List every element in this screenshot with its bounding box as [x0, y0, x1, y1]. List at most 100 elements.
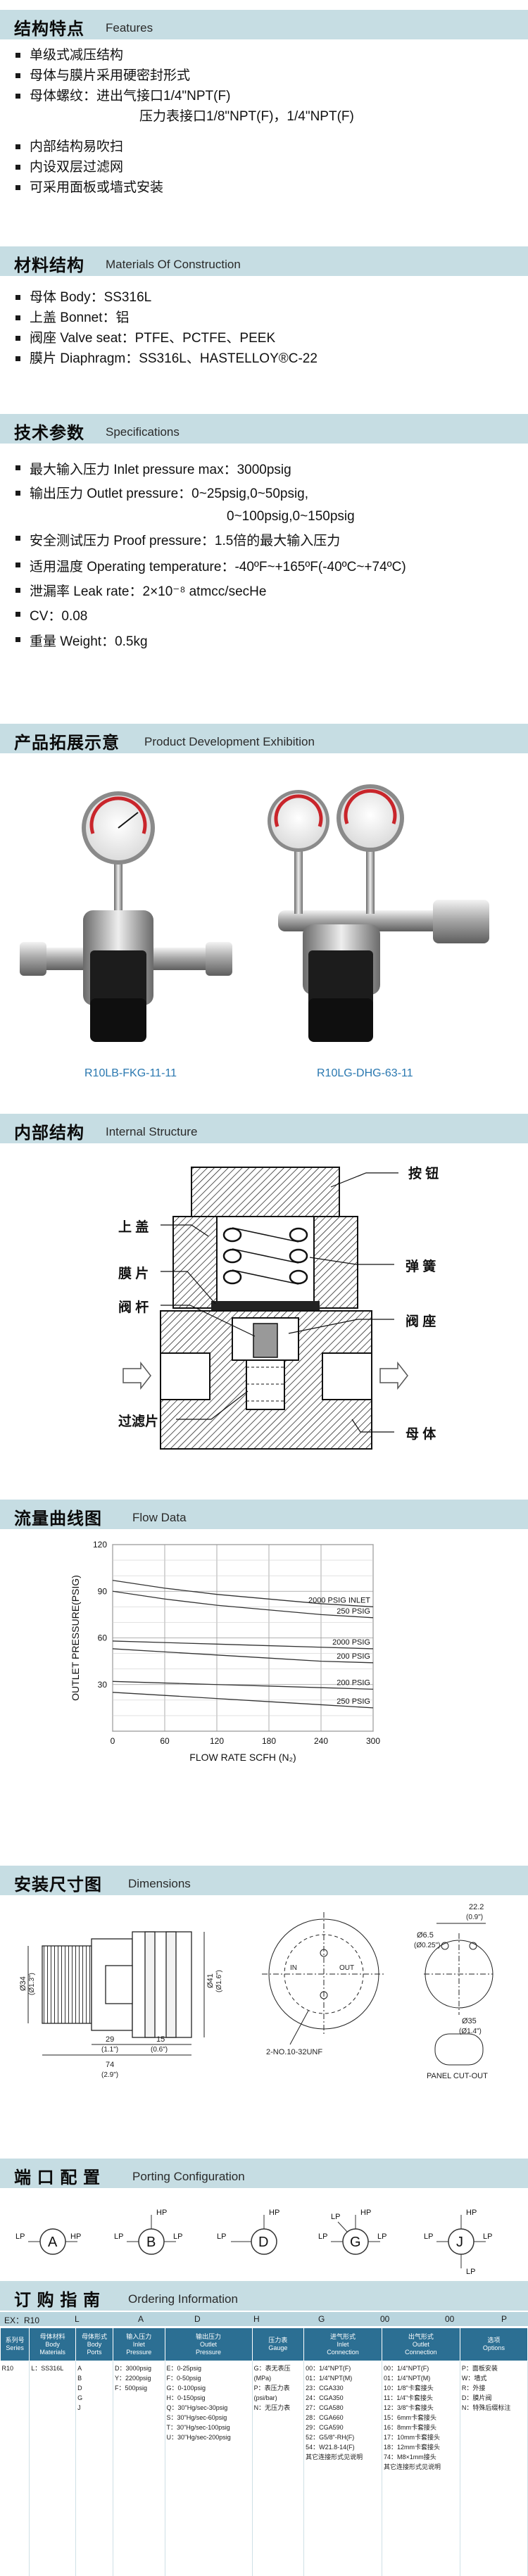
ordering-example-row: EX：R10 L A D H G 00 00 P	[0, 2312, 528, 2326]
label-spring: 弹 簧	[406, 1259, 436, 1274]
ordering-option: 其它连接形式见说明	[306, 2454, 363, 2461]
svg-text:LP: LP	[15, 2232, 25, 2241]
ordering-option: U：30"Hg/sec-200psig	[166, 2434, 231, 2441]
svg-text:LP: LP	[483, 2232, 492, 2241]
x-tick-label: 0	[111, 1736, 115, 1746]
dimensions-title-cn: 安装尺寸图	[14, 1876, 102, 1895]
porting-section: 端 口 配 置 Porting Configuration A LP HP B …	[0, 2159, 528, 2278]
ordering-option: 17：10mm卡套接头	[383, 2434, 441, 2441]
gauge-out-label: OUT	[339, 1964, 354, 1972]
x-tick-label: 180	[262, 1736, 276, 1746]
dim-p2-in: (Ø0.25")	[414, 1942, 440, 1949]
regulator-left-photo	[20, 791, 232, 1042]
svg-text:A: A	[48, 2235, 58, 2250]
flow-title-en: Flow Data	[132, 1511, 187, 1524]
label-stem: 阀 杆	[118, 1300, 149, 1315]
dim-d-mid: Ø41	[206, 1973, 215, 1988]
ordering-option: 12：3/8"卡套接头	[383, 2404, 434, 2411]
dim-p2: Ø6.5	[417, 1931, 434, 1940]
ordering-option: R：外接	[461, 2385, 486, 2392]
ordering-option: T：30"Hg/sec-100psig	[166, 2424, 230, 2431]
porting-header: 端 口 配 置 Porting Configuration	[0, 2159, 528, 2188]
flow-title-cn: 流量曲线图	[14, 1509, 102, 1528]
spec-item: CV：0.08	[15, 604, 406, 629]
ordering-option: W：墙式	[461, 2375, 487, 2382]
ordering-option: B	[77, 2375, 82, 2382]
specs-title-en: Specifications	[106, 425, 180, 439]
feature-item: 单级式减压结构	[15, 45, 354, 65]
internal-header: 内部结构 Internal Structure	[0, 1114, 528, 1143]
products-section: 产品拓展示意 Product Development Exhibition	[0, 724, 528, 1111]
ordering-option: 24：CGA350	[306, 2394, 344, 2401]
ordering-option: 18：12mm卡套接头	[383, 2444, 441, 2451]
products-header: 产品拓展示意 Product Development Exhibition	[0, 724, 528, 753]
ordering-option: F：0-50psig	[166, 2375, 201, 2382]
port-config-j: J LP HP LP LP	[424, 2209, 492, 2276]
material-item: 膜片 Diaphragm：SS316L、HASTELLOY®C-22	[15, 348, 318, 369]
ordering-option: 00：1/4"NPT(F)	[383, 2365, 429, 2372]
y-tick-label: 60	[98, 1633, 108, 1643]
ordering-header: 订 购 指 南 Ordering Information	[0, 2281, 528, 2311]
ordering-option: (MPa)	[253, 2375, 272, 2382]
port-config-b: B LP HP LP	[114, 2209, 182, 2255]
spec-item: 泄漏率 Leak rate：2×10⁻⁸ atmcc/secHe	[15, 580, 406, 604]
label-button: 按 钮	[408, 1167, 439, 1181]
ordering-option: N：无压力表	[253, 2404, 291, 2411]
internal-section: 内部结构 Internal Structure	[0, 1114, 528, 1470]
ordering-option: 23：CGA330	[306, 2385, 344, 2392]
ordering-option: 27：CGA580	[306, 2404, 344, 2411]
svg-text:G: G	[350, 2235, 361, 2250]
spec-item: 重量 Weight：0.5kg	[15, 629, 406, 655]
svg-text:LP: LP	[377, 2232, 386, 2241]
porting-title-cn: 端 口 配 置	[14, 2168, 101, 2187]
ordering-option: G	[77, 2394, 83, 2401]
port-config-d: D LP HP	[217, 2209, 279, 2255]
ordering-option: 15：6mm卡套接头	[383, 2414, 436, 2421]
dim-w3-in: (2.9")	[101, 2071, 118, 2079]
y-axis-label: OUTLET PRESSURE(PSIG)	[70, 1575, 81, 1701]
ordering-option: P：面板安装	[461, 2365, 498, 2372]
regulator-right-photo	[268, 784, 489, 1042]
ordering-option: S：30"Hg/sec-60psig	[166, 2414, 227, 2421]
ordering-column-cell: G：表无表压(MPa)P：表压力表(psi/bar)N：无压力表	[252, 2361, 305, 2576]
products-title-cn: 产品拓展示意	[14, 734, 120, 753]
dim-thread: 2-NO.10-32UNF	[266, 2048, 322, 2056]
dim-p1-in: (0.9")	[466, 1914, 483, 1921]
features-header: 结构特点 Features	[0, 10, 528, 39]
material-item: 阀座 Valve seat：PTFE、PCTFE、PEEK	[15, 328, 318, 348]
label-bonnet: 上 盖	[118, 1220, 149, 1235]
ordering-option: (psi/bar)	[253, 2394, 277, 2401]
series-label: 250 PSIG	[337, 1607, 370, 1616]
ordering-option: 01：1/4"NPT(M)	[306, 2375, 353, 2382]
feature-item: 母体螺纹：进出气接口1/4"NPT(F)	[15, 86, 354, 106]
ordering-title-cn: 订 购 指 南	[14, 2291, 101, 2310]
materials-header: 材料结构 Materials Of Construction	[0, 246, 528, 276]
ordering-option: 11：1/4"卡套接头	[383, 2394, 434, 2401]
y-tick-label: 30	[98, 1680, 108, 1690]
panel-cutout-label: PANEL CUT-OUT	[427, 2072, 488, 2080]
label-diaphragm: 膜 片	[118, 1267, 149, 1281]
series-label: 200 PSIG	[337, 1678, 370, 1687]
series-line	[112, 1680, 374, 1690]
svg-text:LP: LP	[217, 2232, 226, 2241]
ordering-option: 00：1/4"NPT(F)	[306, 2365, 351, 2372]
products-title-en: Product Development Exhibition	[144, 735, 315, 748]
dimension-drawing: Ø34 (Ø1.3") Ø41 (Ø1.6") 29 (1.1") 15 (0.…	[19, 1903, 494, 2080]
ordering-option: D：膜片阀	[461, 2394, 492, 2401]
cross-section-diagram	[122, 1167, 408, 1450]
ordering-section: 订 购 指 南 Ordering Information EX：R10 L A …	[0, 2281, 528, 2576]
porting-title-en: Porting Configuration	[132, 2170, 245, 2183]
ordering-column-cell: L：SS316L	[29, 2361, 77, 2576]
ordering-option: 52：G5/8"-RH(F)	[306, 2434, 355, 2441]
spec-item: 适用温度 Operating temperature：-40ºF~+165ºF(…	[15, 555, 406, 580]
svg-text:HP: HP	[466, 2209, 477, 2217]
ordering-option: N：特殊后缀标注	[461, 2404, 511, 2411]
features-list: 单级式减压结构 母体与膜片采用硬密封形式 母体螺纹：进出气接口1/4"NPT(F…	[15, 45, 354, 198]
